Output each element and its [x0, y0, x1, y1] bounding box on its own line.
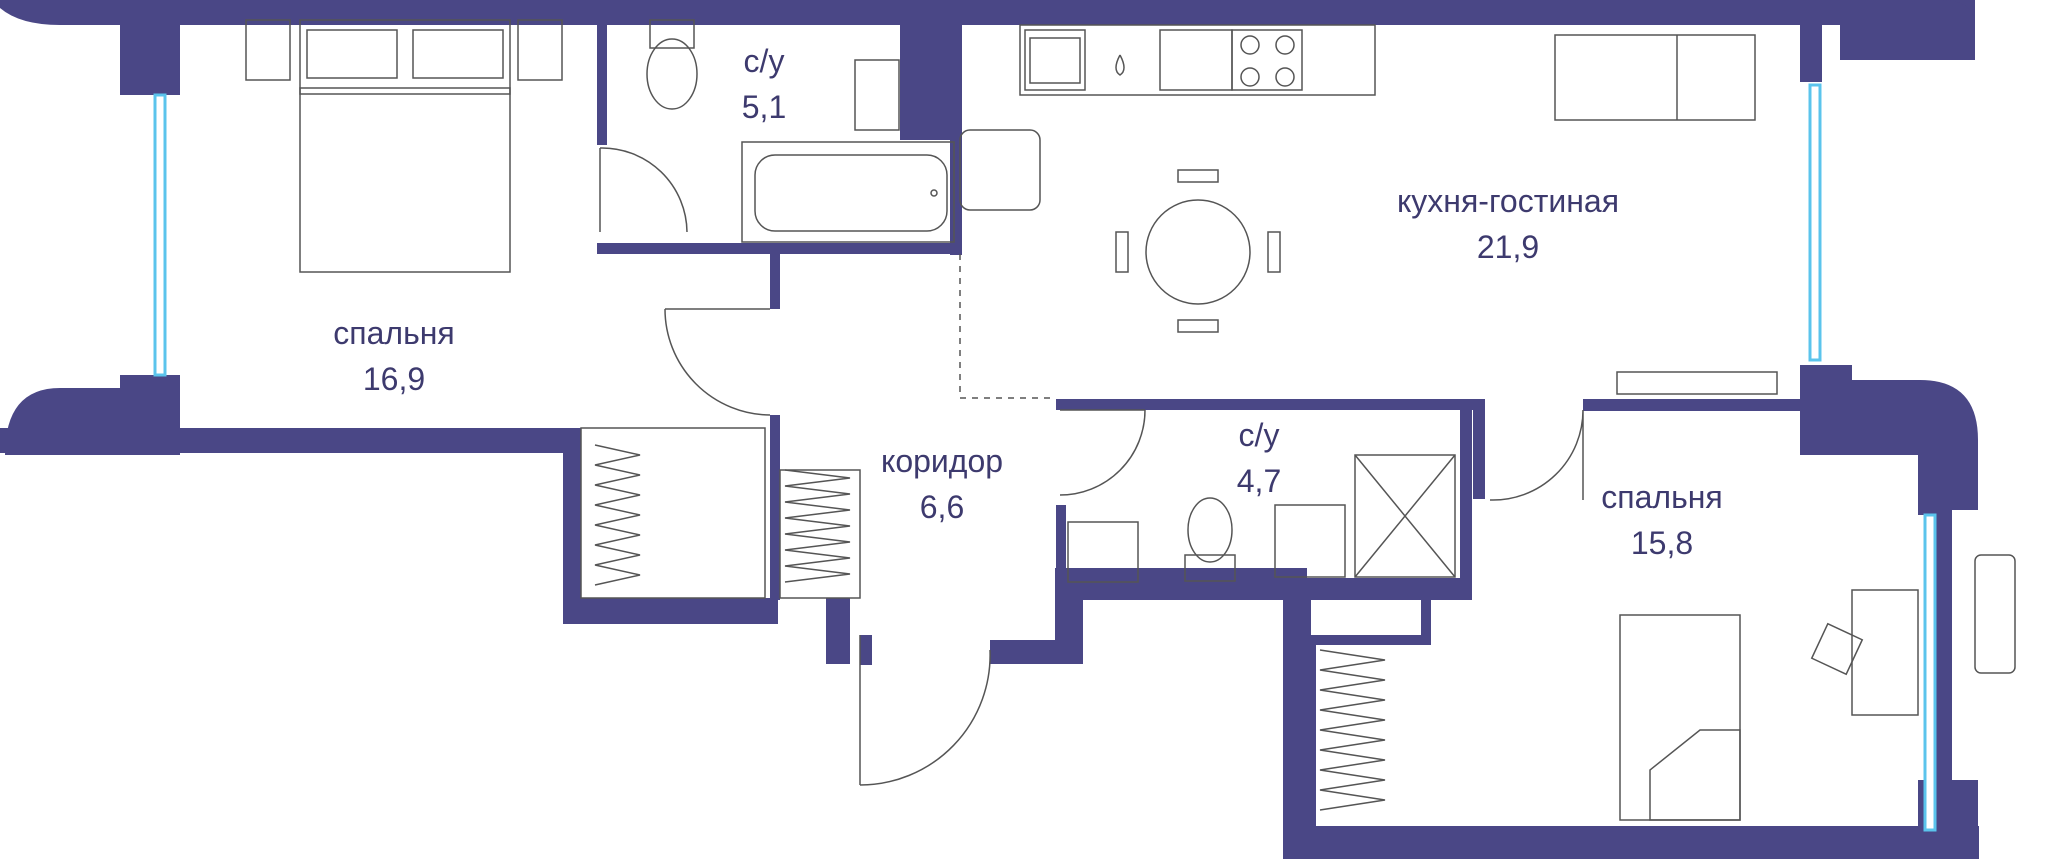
furniture — [245, 19, 2016, 821]
interior-walls — [597, 20, 1803, 830]
room-area: 4,7 — [1236, 463, 1282, 499]
room-name: с/у — [1238, 417, 1280, 453]
room-name: спальня — [1601, 479, 1723, 515]
room-bedroom1: спальня 16,9 — [333, 310, 454, 402]
windows — [153, 83, 1937, 832]
room-bathroom2: с/у 4,7 — [1237, 412, 1281, 504]
room-name: кухня-гостиная — [1396, 183, 1620, 219]
room-name: коридор — [880, 443, 1004, 479]
room-kitchen-living: кухня-гостиная 21,9 — [1397, 178, 1619, 270]
room-name: спальня — [333, 315, 455, 351]
room-bedroom2: спальня 15,8 — [1601, 474, 1722, 566]
room-area: 21,9 — [1476, 229, 1540, 265]
room-area: 6,6 — [919, 489, 965, 525]
room-name: с/у — [743, 43, 785, 79]
room-corridor: коридор 6,6 — [881, 438, 1003, 530]
room-area: 16,9 — [362, 361, 426, 397]
room-bathroom1: с/у 5,1 — [742, 38, 786, 130]
room-area: 15,8 — [1630, 525, 1694, 561]
outer-walls — [0, 0, 1979, 859]
room-area: 5,1 — [741, 89, 787, 125]
